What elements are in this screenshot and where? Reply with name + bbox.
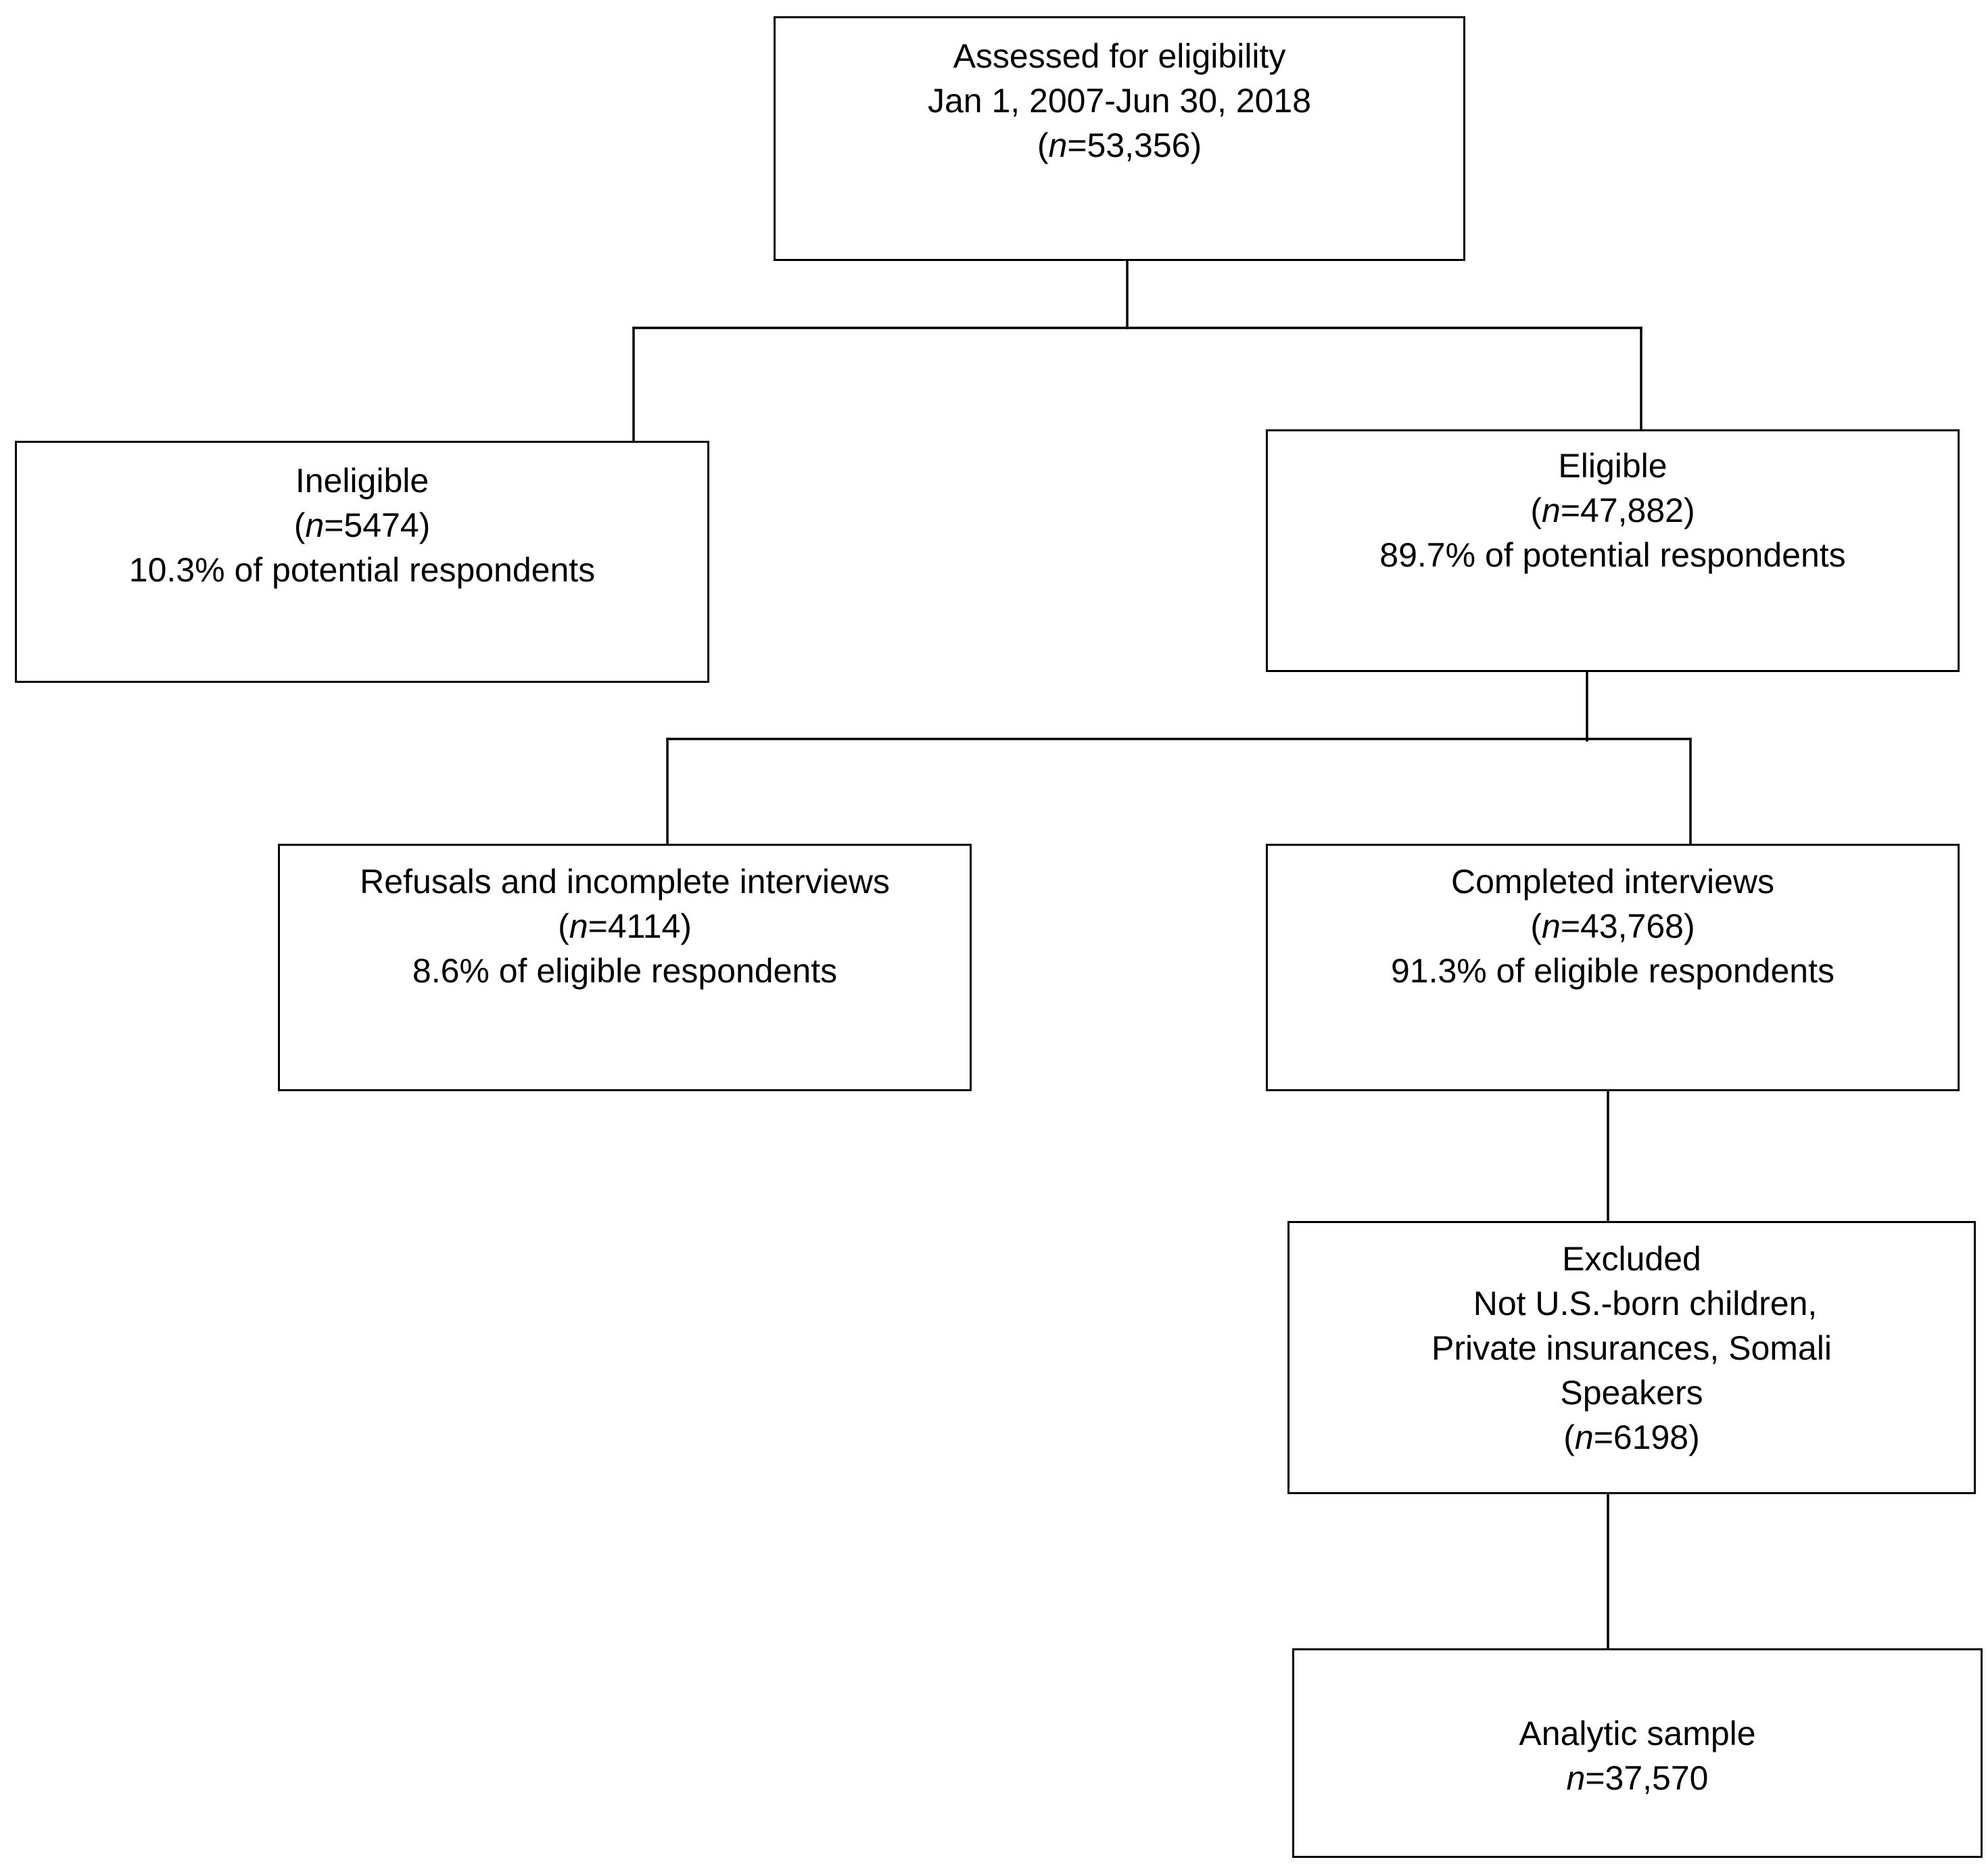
eligible-title: Eligible — [1558, 447, 1667, 485]
analytic-sample-box: Analytic sample n=37,570 — [1292, 1648, 1983, 1858]
analytic-count: n=37,570 — [1294, 1756, 1981, 1800]
assessed-date-range: Jan 1, 2007-Jun 30, 2018 — [927, 82, 1312, 120]
completed-percent: 91.3% of eligible respondents — [1390, 952, 1835, 990]
completed-n-value: =43,768 — [1560, 907, 1684, 945]
ineligible-percent: 10.3% of potential respondents — [128, 551, 596, 589]
n-symbol: n — [1048, 126, 1068, 164]
completed-box: Completed interviews (n=43,768) 91.3% of… — [1266, 844, 1960, 1091]
refusals-n-value: =4114 — [588, 907, 681, 945]
refusals-title: Refusals and incomplete interviews — [360, 863, 890, 901]
excluded-title: Excluded — [1562, 1240, 1701, 1278]
assessed-count: (n=53,356) — [1037, 126, 1202, 164]
ineligible-n-value: =5474 — [324, 506, 419, 544]
excluded-n-value: =6198 — [1593, 1418, 1689, 1456]
n-symbol: n — [1574, 1418, 1594, 1456]
analytic-title: Analytic sample — [1519, 1715, 1756, 1752]
n-symbol: n — [569, 907, 588, 945]
ineligible-box: Ineligible (n=5474) 10.3% of potential r… — [15, 441, 709, 683]
completed-title: Completed interviews — [1451, 863, 1774, 901]
ineligible-count: (n=5474) — [293, 506, 431, 544]
analytic-n-value: =37,570 — [1585, 1759, 1709, 1797]
refusals-box: Refusals and incomplete interviews (n=41… — [278, 844, 972, 1091]
assessed-n-value: =53,356 — [1067, 126, 1191, 164]
excluded-reason-line: Private insurances, Somali — [1431, 1329, 1832, 1367]
completed-count: (n=43,768) — [1530, 907, 1695, 945]
assessed-box: Assessed for eligibility Jan 1, 2007-Jun… — [774, 16, 1465, 261]
excluded-reason-line: Speakers — [1560, 1374, 1703, 1412]
excluded-box: Excluded Not U.S.-born children, Private… — [1287, 1221, 1976, 1494]
excluded-count: (n=6198) — [1563, 1418, 1700, 1456]
n-symbol: n — [1542, 492, 1561, 529]
eligible-count: (n=47,882) — [1530, 492, 1695, 529]
n-symbol: n — [1566, 1759, 1586, 1797]
refusals-count: (n=4114) — [558, 907, 692, 945]
eligible-n-value: =47,882 — [1560, 492, 1684, 529]
refusals-percent: 8.6% of eligible respondents — [412, 952, 838, 990]
n-symbol: n — [305, 506, 325, 544]
ineligible-title: Ineligible — [295, 462, 429, 500]
n-symbol: n — [1542, 907, 1561, 945]
eligible-percent: 89.7% of potential respondents — [1379, 536, 1846, 574]
assessed-title: Assessed for eligibility — [953, 37, 1286, 75]
excluded-reason-line: Not U.S.-born children, — [1473, 1285, 1818, 1322]
eligible-box: Eligible (n=47,882) 89.7% of potential r… — [1266, 429, 1960, 672]
